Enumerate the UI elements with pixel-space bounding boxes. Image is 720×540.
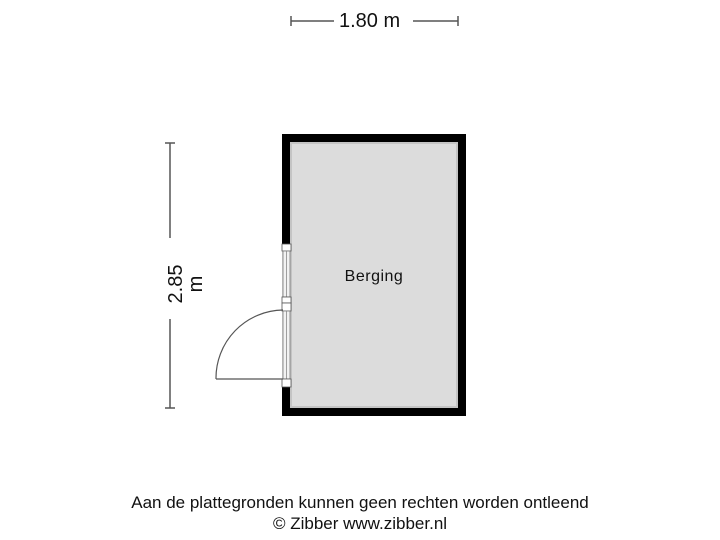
width-dimension-label: 1.80 m: [334, 11, 406, 31]
copyright-text: © Zibber www.zibber.nl: [272, 514, 448, 533]
window: [281, 243, 292, 304]
door: [215, 302, 292, 388]
disclaimer-text: Aan de plattegronden kunnen geen rechten…: [131, 493, 589, 512]
walls: [282, 134, 466, 416]
width-dimension-line: [290, 16, 459, 26]
room-floor-berging: [282, 134, 466, 416]
door-swing-arc: [215, 309, 284, 380]
height-dimension-label: 2.85 m: [165, 249, 207, 319]
room-label-berging: Berging: [344, 268, 404, 285]
height-dimension-line: [165, 142, 175, 409]
